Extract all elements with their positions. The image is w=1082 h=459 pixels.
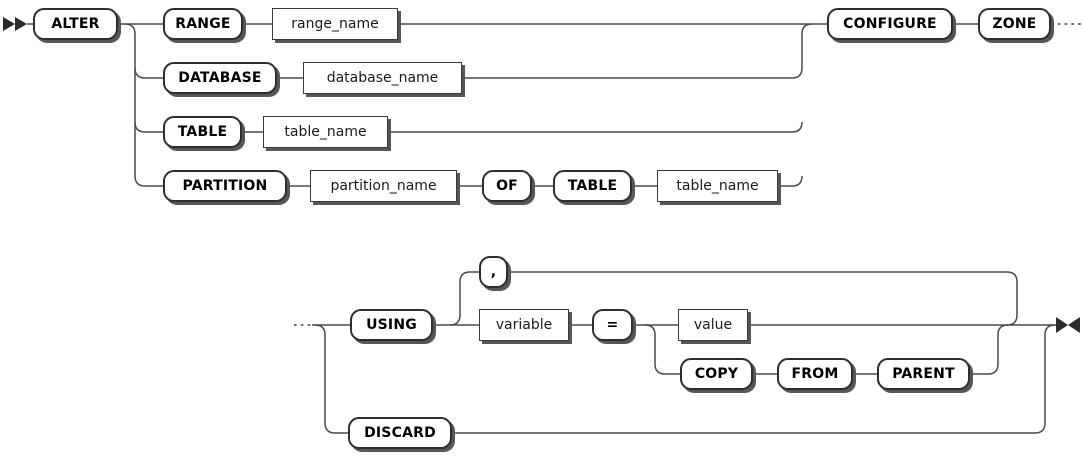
wire: [388, 121, 803, 133]
wire: [970, 324, 1009, 375]
wire: [452, 324, 1056, 434]
terminal-equals: =: [592, 309, 633, 341]
wire: [508, 271, 1018, 326]
terminal-table: TABLE: [163, 116, 242, 148]
terminal-database: DATABASE: [163, 62, 277, 94]
terminal-from: FROM: [777, 358, 853, 390]
wire: [644, 324, 680, 375]
wire: [314, 324, 348, 434]
wire: [462, 23, 813, 79]
terminal-parent: PARENT: [877, 358, 970, 390]
terminal-range: RANGE: [163, 8, 243, 40]
terminal-zone: ZONE: [978, 8, 1051, 40]
nonterminal-range-name: range_name: [272, 8, 398, 40]
terminal-alter: ALTER: [33, 8, 118, 40]
terminal-table-2: TABLE: [553, 170, 632, 202]
terminal-discard: DISCARD: [348, 417, 452, 449]
terminal-partition: PARTITION: [163, 170, 287, 202]
end-marker-icon: [1056, 317, 1080, 333]
nonterminal-variable: variable: [479, 309, 569, 341]
wire: [124, 23, 163, 187]
nonterminal-value: value: [678, 309, 748, 341]
start-marker-icon: [3, 17, 27, 31]
terminal-configure: CONFIGURE: [827, 8, 953, 40]
wire: [134, 121, 163, 133]
terminal-of: OF: [482, 170, 532, 202]
wire: [778, 175, 803, 187]
terminal-using: USING: [350, 309, 433, 341]
nonterminal-partition-name: partition_name: [310, 170, 457, 202]
nonterminal-table-name-2: table_name: [657, 170, 778, 202]
nonterminal-database-name: database_name: [303, 62, 462, 94]
nonterminal-table-name: table_name: [263, 116, 388, 148]
terminal-copy: COPY: [680, 358, 753, 390]
wire: [134, 67, 163, 79]
terminal-comma: ,: [479, 256, 508, 288]
wire: [449, 271, 479, 326]
